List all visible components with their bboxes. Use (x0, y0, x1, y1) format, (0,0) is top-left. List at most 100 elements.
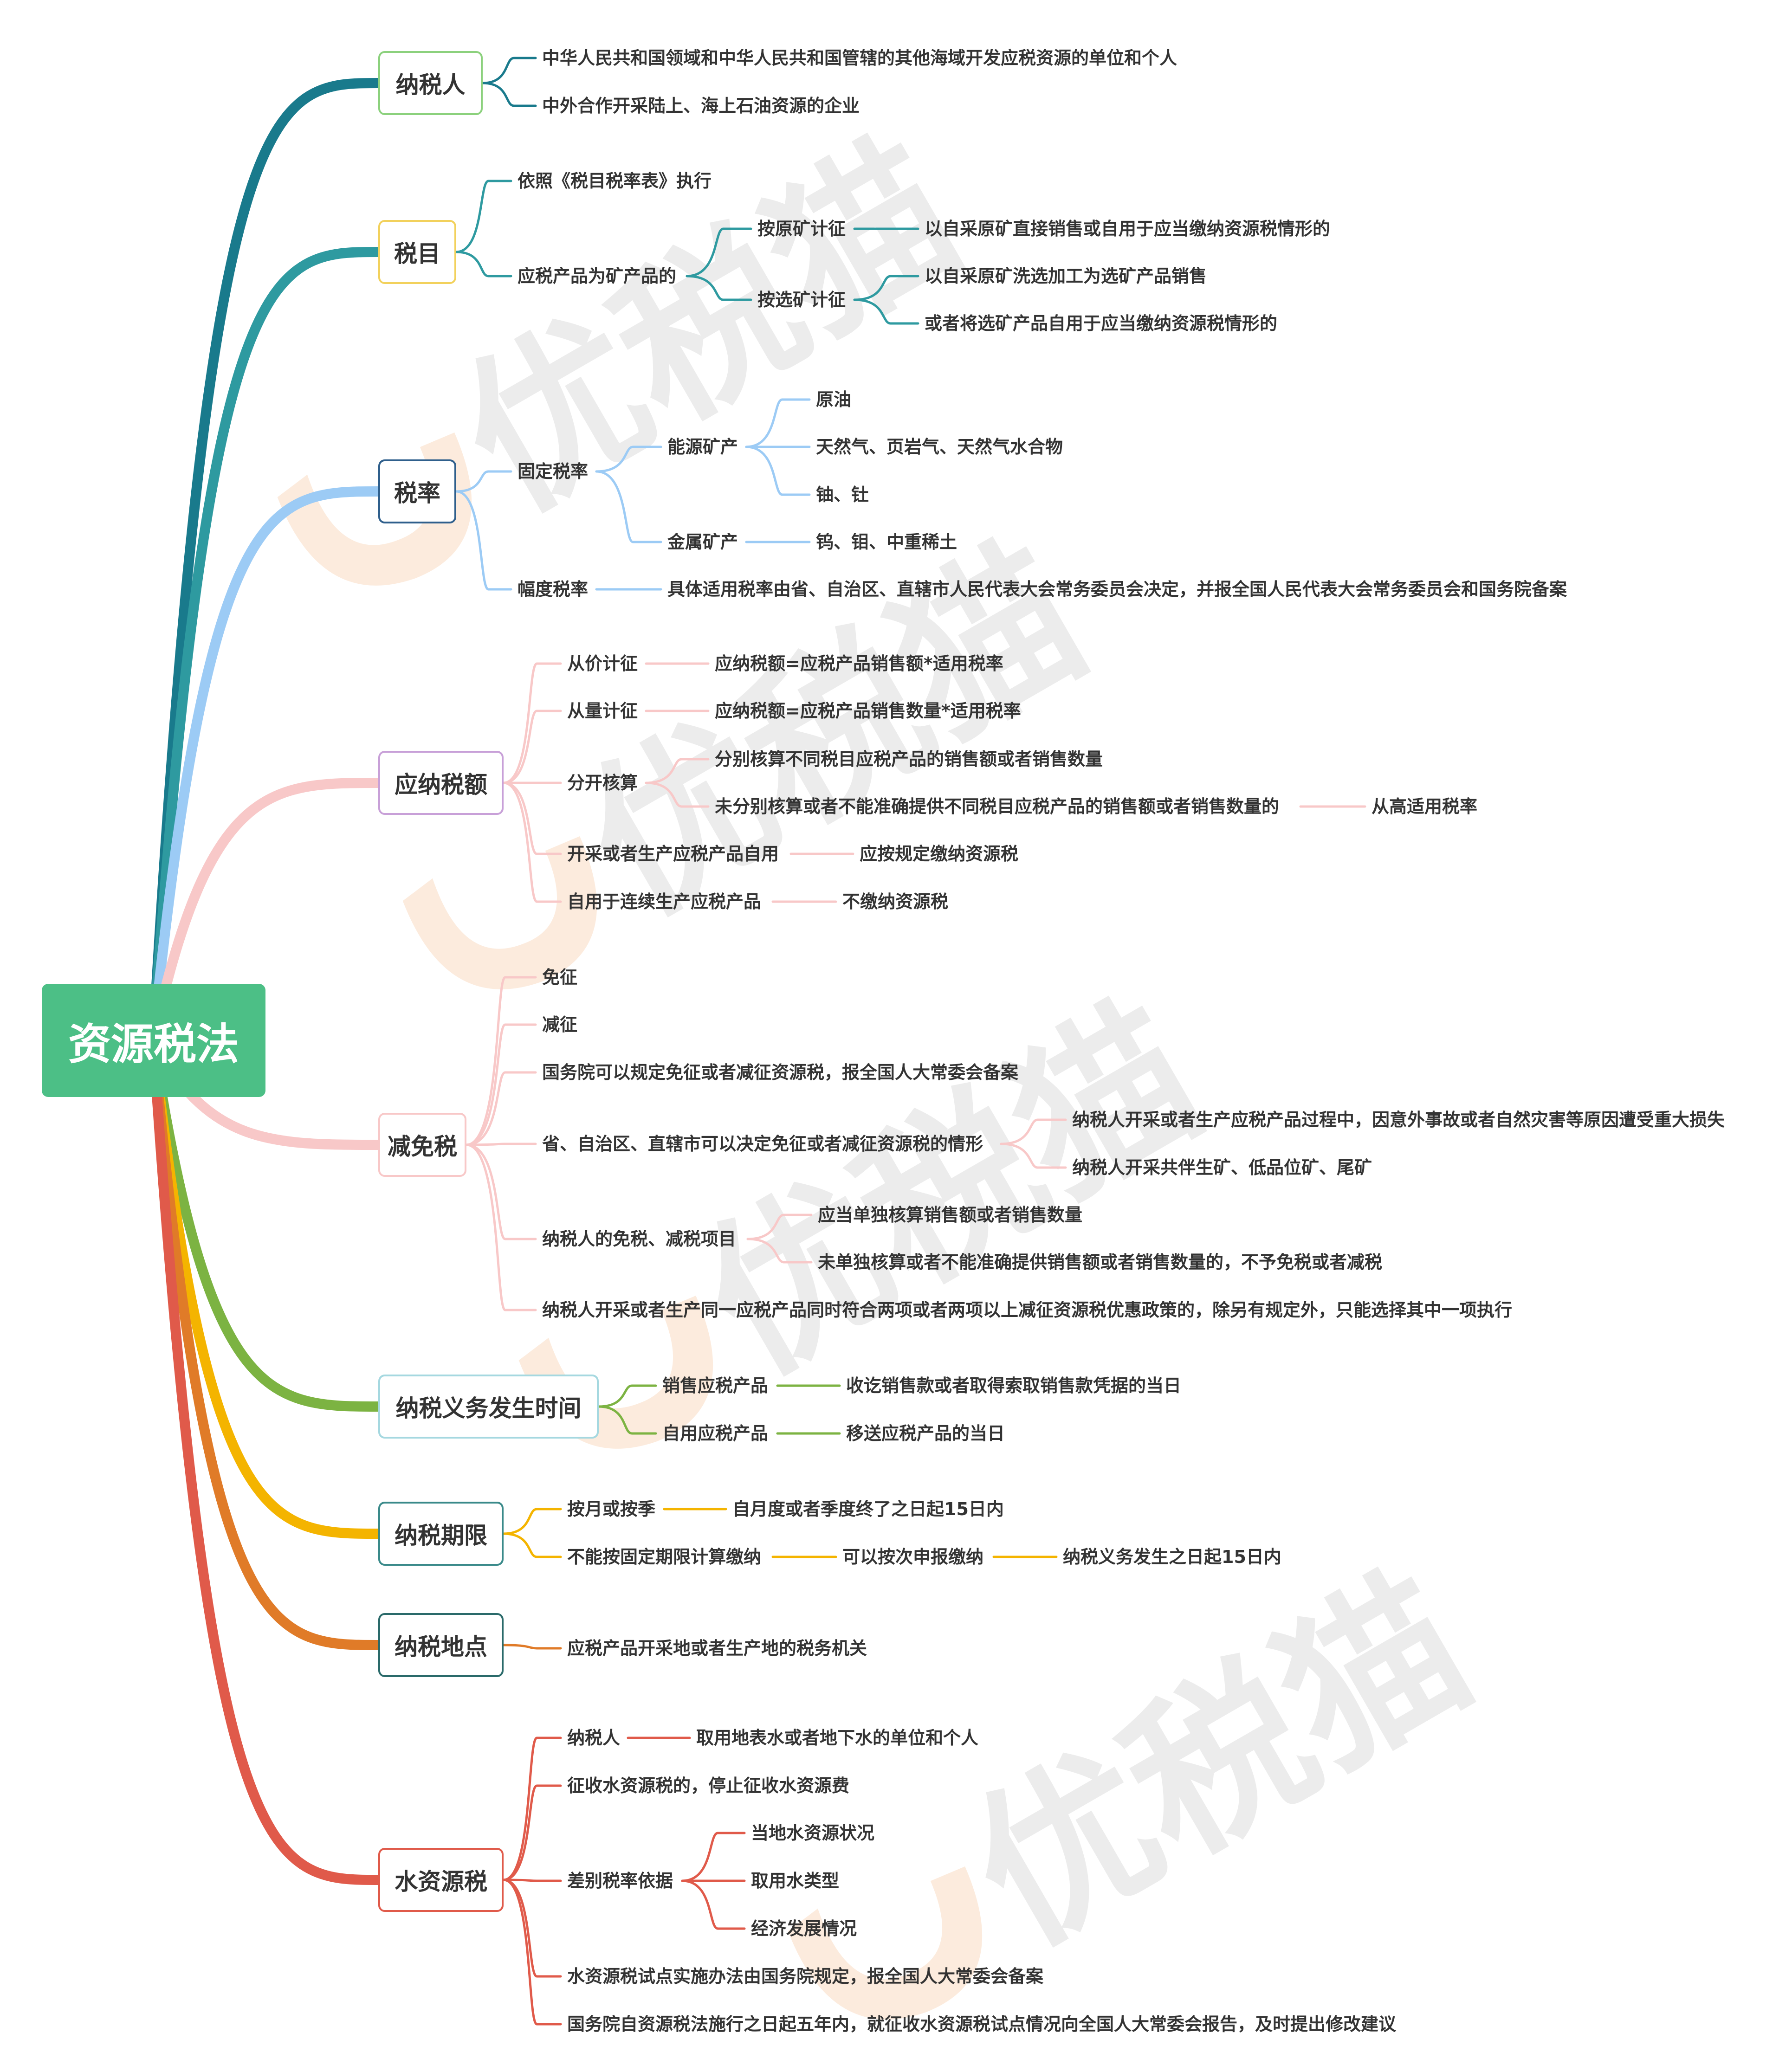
leaf-node[interactable]: 分别核算不同税目应税产品的销售额或者销售数量 (715, 749, 1103, 769)
branch-label: 纳税地点 (395, 1633, 487, 1660)
connector (465, 976, 537, 1146)
connector (148, 247, 383, 1046)
leaf-node[interactable]: 纳税人开采或者生产同一应税产品同时符合两项或者两项以上减征资源税优惠政策的，除另… (542, 1300, 1513, 1320)
leaf-node[interactable]: 铀、钍 (816, 484, 869, 505)
branch-node[interactable]: 纳税地点 (378, 1613, 504, 1677)
leaf-node[interactable]: 收讫销售款或者取得索取销售款凭据的当日 (846, 1375, 1182, 1396)
leaf-node[interactable]: 水资源税试点实施办法由国务院规定，报全国人大常委会备案 (567, 1966, 1044, 1987)
leaf-node[interactable]: 按月或按季 (567, 1499, 656, 1519)
branch-node[interactable]: 纳税人 (378, 51, 483, 115)
connector (595, 445, 662, 473)
branch-label: 应纳税额 (395, 771, 487, 798)
connector (502, 1878, 562, 2026)
branch-node[interactable]: 纳税期限 (378, 1502, 504, 1566)
branch-label: 纳税期限 (395, 1522, 487, 1549)
leaf-node[interactable]: 应当单独核算销售额或者销售数量 (818, 1205, 1083, 1225)
leaf-node[interactable]: 应纳税额=应税产品销售额*适用税率 (715, 653, 1003, 674)
leaf-node[interactable]: 取用地表水或者地下水的单位和个人 (696, 1728, 979, 1748)
connector (1000, 1118, 1067, 1145)
leaf-node[interactable]: 以自采原矿洗选加工为选矿产品销售 (925, 266, 1207, 286)
branch-node[interactable]: 水资源税 (378, 1848, 504, 1912)
leaf-node[interactable]: 原油 (816, 389, 852, 410)
leaf-node[interactable]: 销售应税产品 (662, 1375, 769, 1396)
leaf-node[interactable]: 经济发展情况 (751, 1918, 857, 1939)
branch-node[interactable]: 税率 (378, 459, 456, 523)
leaf-node[interactable]: 移送应税产品的当日 (846, 1423, 1005, 1444)
leaf-node[interactable]: 自月度或者季度终了之日起15日内 (732, 1499, 1004, 1519)
connector (853, 275, 919, 301)
leaf-node[interactable]: 固定税率 (518, 461, 589, 482)
leaf-node[interactable]: 天然气、页岩气、天然气水合物 (816, 437, 1063, 457)
leaf-node[interactable]: 应按规定缴纳资源税 (860, 844, 1019, 864)
leaf-node[interactable]: 差别税率依据 (567, 1871, 673, 1891)
connector (502, 710, 562, 784)
leaf-node[interactable]: 取用水类型 (751, 1871, 840, 1891)
leaf-node[interactable]: 国务院自资源税法施行之日起五年内，就征收水资源税试点情况向全国人大常委会报告，及… (567, 2014, 1397, 2034)
leaf-node[interactable]: 从价计征 (567, 653, 638, 674)
leaf-node[interactable]: 省、自治区、直辖市可以决定免征或者减征资源税的情形 (542, 1134, 983, 1154)
leaf-node[interactable]: 纳税人的免税、减税项目 (542, 1229, 737, 1249)
leaf-node[interactable]: 应税产品为矿产品的 (518, 266, 677, 286)
connector (502, 1508, 562, 1535)
leaf-node[interactable]: 开采或者生产应税产品自用 (567, 844, 779, 864)
leaf-node[interactable]: 或者将选矿产品自用于应当缴纳资源税情形的 (925, 313, 1278, 334)
connector (746, 1214, 813, 1240)
leaf-node[interactable]: 免征 (542, 967, 578, 988)
root-node[interactable]: 资源税法 (42, 984, 265, 1097)
leaf-node[interactable]: 应纳税额=应税产品销售数量*适用税率 (715, 701, 1021, 721)
leaf-node[interactable]: 未分别核算或者不能准确提供不同税目应税产品的销售额或者销售数量的 (715, 796, 1280, 817)
leaf-node[interactable]: 不缴纳资源税 (842, 891, 949, 912)
branch-node[interactable]: 减免税 (378, 1113, 466, 1177)
leaf-node[interactable]: 钨、钼、中重稀土 (816, 532, 957, 552)
leaf-node[interactable]: 从量计征 (567, 701, 638, 721)
leaf-node[interactable]: 分开核算 (567, 773, 638, 793)
leaf-node[interactable]: 具体适用税率由省、自治区、直辖市人民代表大会常务委员会决定，并报全国人民代表大会… (667, 579, 1567, 600)
leaf-node[interactable]: 减征 (542, 1014, 578, 1035)
leaf-node[interactable]: 纳税人 (567, 1728, 621, 1748)
branch-label: 税目 (394, 240, 440, 267)
branch-label: 纳税人 (395, 71, 466, 98)
leaf-node[interactable]: 能源矿产 (667, 437, 738, 457)
leaf-node[interactable]: 应税产品开采地或者生产地的税务机关 (567, 1638, 867, 1659)
connector (502, 781, 562, 855)
connector (597, 1405, 657, 1435)
leaf-node[interactable]: 纳税人开采或者生产应税产品过程中，因意外事故或者自然灾害等原因遭受重大损失 (1072, 1110, 1725, 1130)
leaf-node[interactable]: 按选矿计征 (757, 290, 846, 310)
connector (148, 1035, 383, 1885)
connector (681, 1879, 746, 1930)
leaf-node[interactable]: 按原矿计征 (757, 219, 846, 239)
leaf-node[interactable]: 征收水资源税的，停止征收水资源费 (567, 1775, 850, 1796)
leaf-node[interactable]: 纳税义务发生之日起15日内 (1063, 1547, 1281, 1567)
leaf-node[interactable]: 不能按固定期限计算缴纳 (567, 1547, 762, 1567)
leaf-node[interactable]: 中华人民共和国领域和中华人民共和国管辖的其他海域开发应税资源的单位和个人 (542, 48, 1177, 68)
connector (148, 78, 383, 1046)
leaf-node[interactable]: 自用应税产品 (662, 1423, 769, 1444)
leaf-node[interactable]: 未单独核算或者不能准确提供销售额或者销售数量的，不予免税或者减税 (818, 1252, 1383, 1272)
branch-label: 减免税 (388, 1133, 457, 1160)
branch-node[interactable]: 纳税义务发生时间 (378, 1375, 599, 1439)
leaf-node[interactable]: 中外合作开采陆上、海上石油资源的企业 (542, 96, 860, 116)
branch-node[interactable]: 税目 (378, 220, 456, 284)
leaf-node[interactable]: 当地水资源状况 (751, 1823, 875, 1843)
branch-label: 水资源税 (395, 1868, 487, 1895)
leaf-node[interactable]: 依照《税目税率表》执行 (518, 171, 712, 191)
connector (745, 445, 811, 496)
leaf-node[interactable]: 以自采原矿直接销售或自用于应当缴纳资源税情形的 (925, 219, 1331, 239)
connector (465, 1143, 537, 1240)
connector (148, 778, 383, 1046)
leaf-node[interactable]: 纳税人开采共伴生矿、低品位矿、尾矿 (1072, 1157, 1372, 1178)
connector (1000, 1143, 1067, 1169)
leaf-node[interactable]: 自用于连续生产应税产品 (567, 891, 762, 912)
connector (853, 298, 919, 325)
connector (686, 275, 752, 301)
leaf-node[interactable]: 幅度税率 (518, 579, 589, 600)
branch-node[interactable]: 应纳税额 (378, 751, 504, 815)
leaf-node[interactable]: 从高适用税率 (1371, 796, 1478, 817)
leaf-node[interactable]: 金属矿产 (667, 532, 738, 552)
leaf-node[interactable]: 可以按次申报缴纳 (842, 1547, 984, 1567)
connector (502, 662, 562, 784)
leaf-node[interactable]: 国务院可以规定免征或者减征资源税，报全国人大常委会备案 (542, 1062, 1019, 1083)
connector (455, 490, 512, 591)
connector (595, 470, 662, 543)
